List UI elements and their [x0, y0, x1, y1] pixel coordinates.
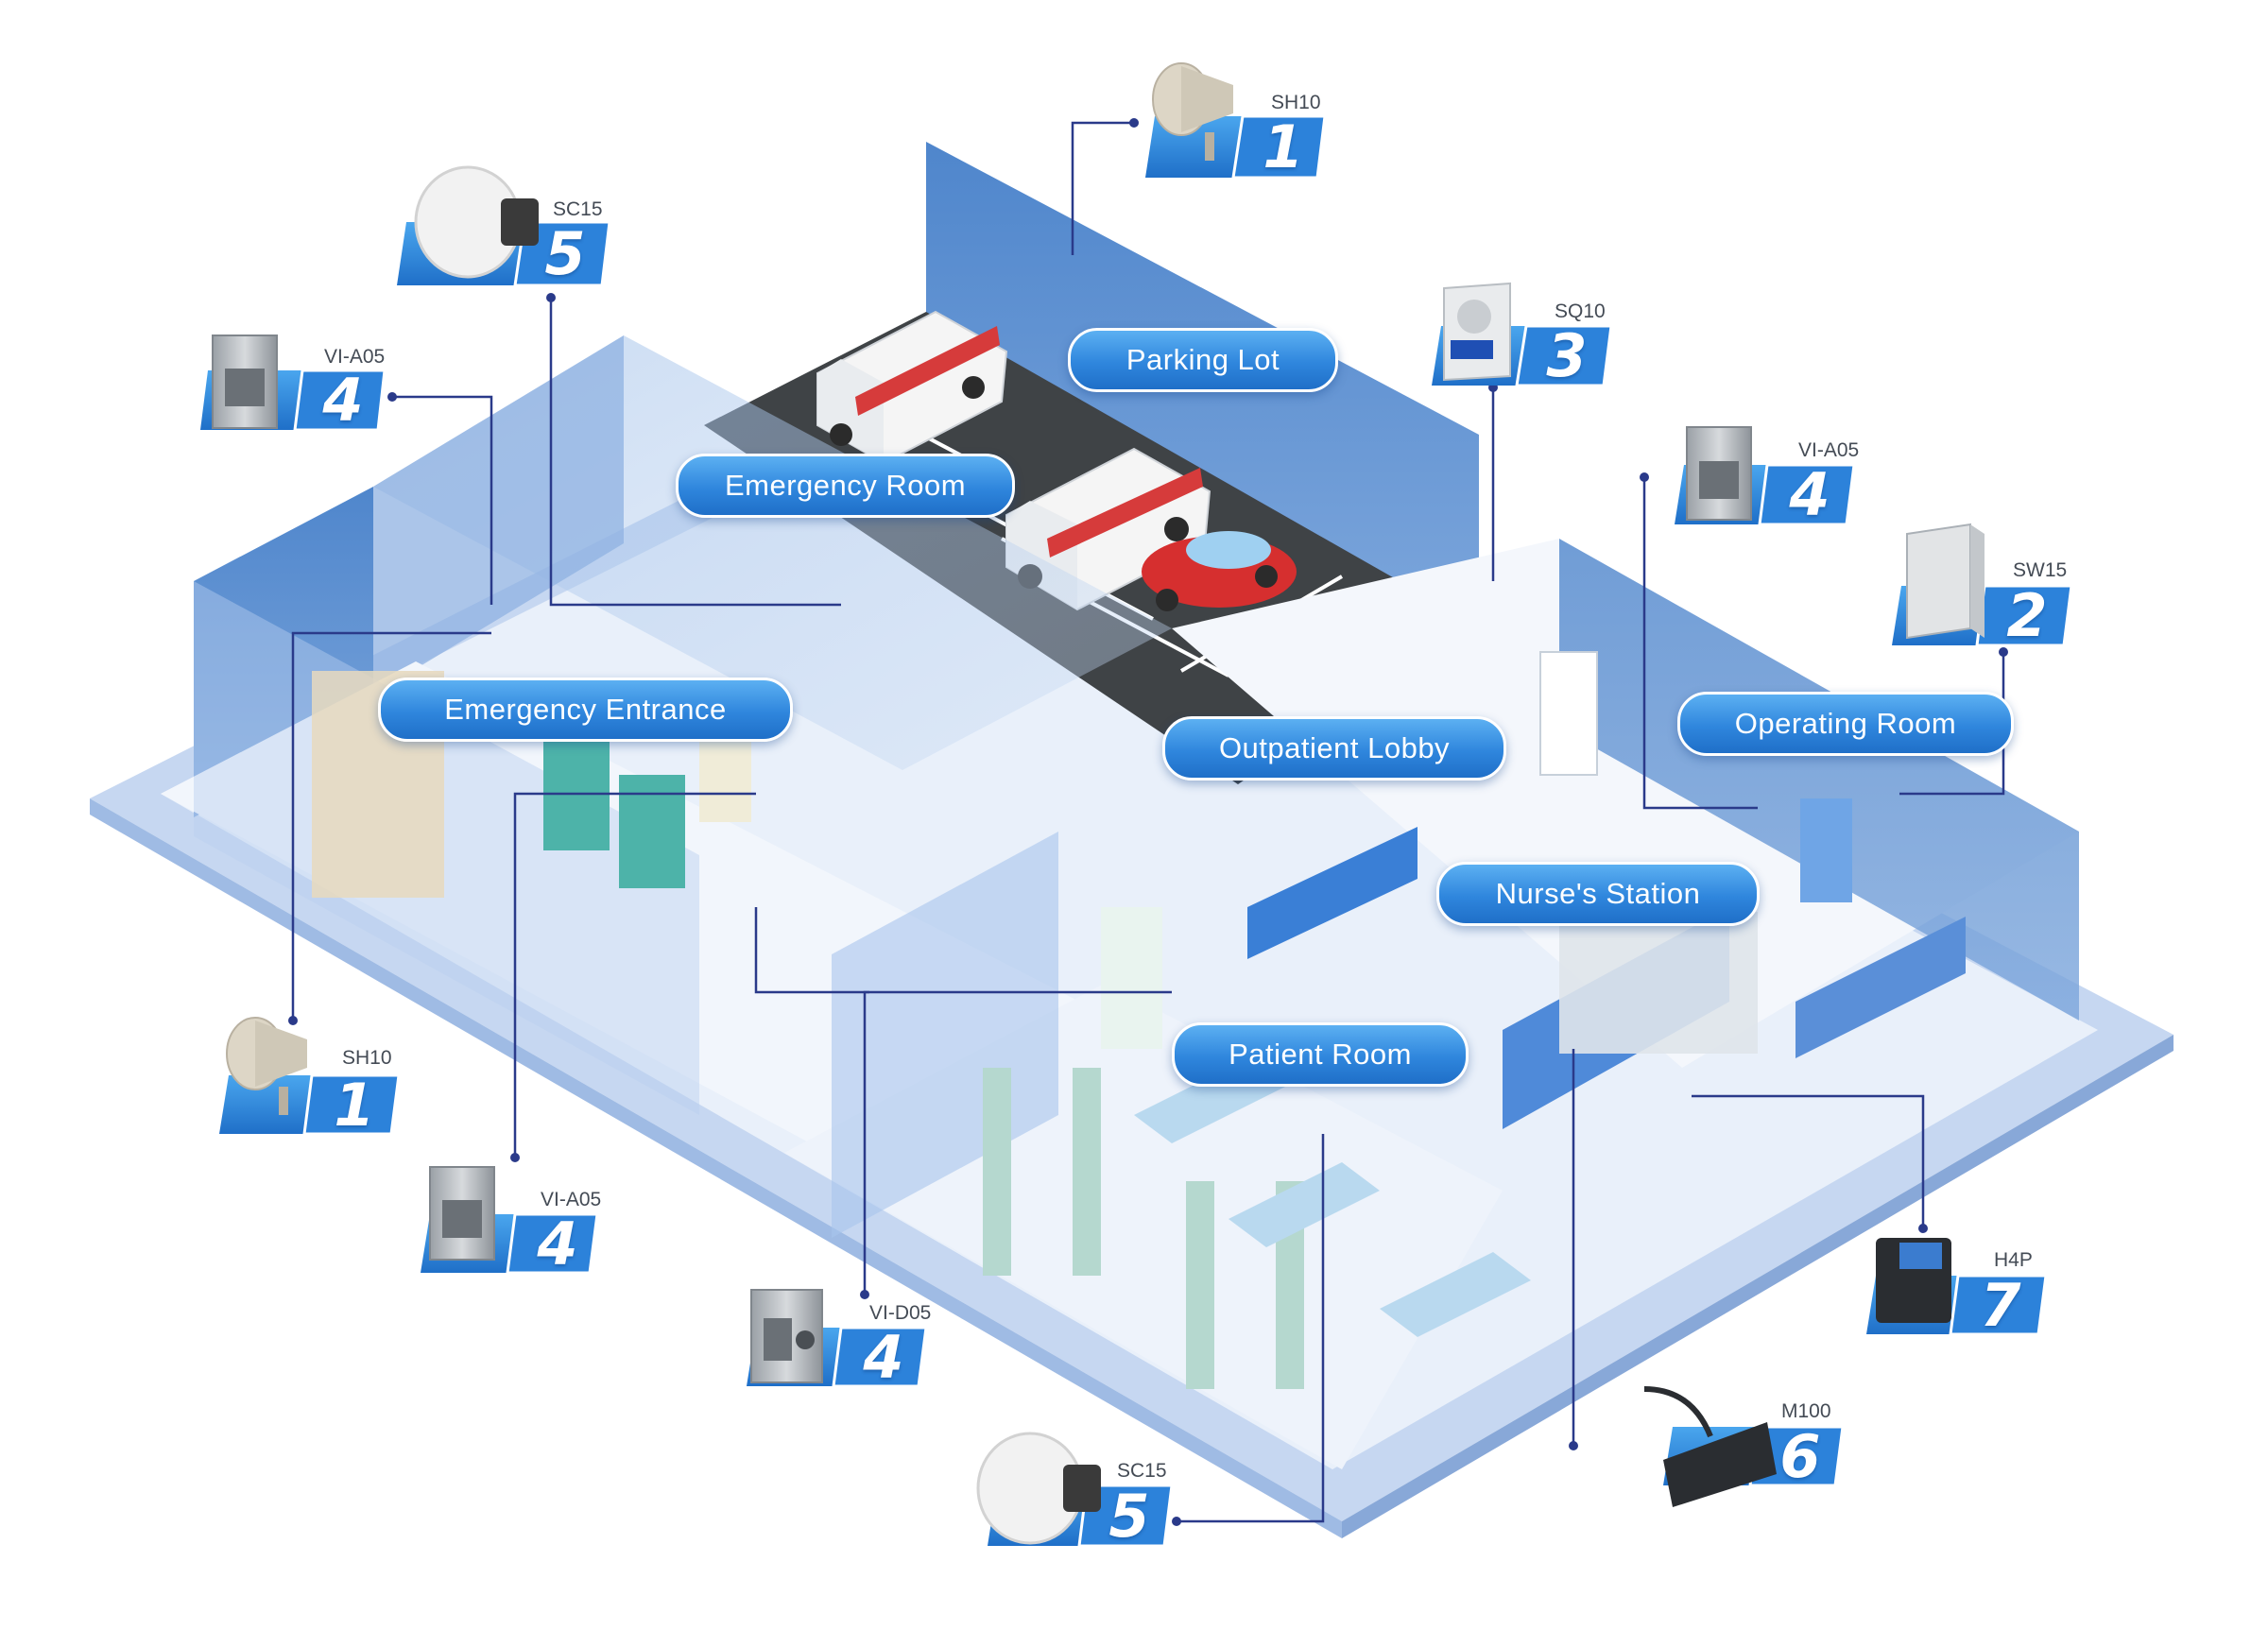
- device-number: 1: [1263, 112, 1304, 181]
- device-model-label: SH10: [1271, 92, 1321, 113]
- device-model-label: VI-A05: [541, 1189, 602, 1210]
- wall-speaker-icon: [1906, 523, 1984, 640]
- paging-microphone-icon: [1643, 1386, 1777, 1507]
- operating-room-label: Operating Room: [1677, 692, 2014, 756]
- emergency-entrance-label: Emergency Entrance: [378, 678, 793, 742]
- horn-speaker-icon: [1152, 62, 1233, 161]
- device-model-label: VI-A05: [1798, 439, 1860, 461]
- device-number: 4: [1789, 460, 1830, 529]
- device-number: 5: [544, 219, 586, 288]
- device-number: 7: [1980, 1271, 2021, 1340]
- outpatient-lobby-label: Outpatient Lobby: [1162, 716, 1506, 781]
- device-model-label: H4P: [1994, 1249, 2033, 1271]
- device-model-label: SC15: [553, 198, 603, 220]
- device-number: 1: [334, 1071, 375, 1140]
- device-number: 4: [863, 1323, 904, 1392]
- device-number: 6: [1779, 1422, 1821, 1491]
- ip-phone-icon: [1876, 1238, 1951, 1323]
- patient-room-label: Patient Room: [1172, 1022, 1469, 1087]
- device-number: 3: [1546, 321, 1588, 390]
- intercom-panel-icon: [1686, 426, 1752, 521]
- device-number: 4: [322, 366, 364, 435]
- device-model-label: VI-D05: [869, 1302, 932, 1324]
- nurses-station-label: Nurse's Station: [1436, 862, 1760, 926]
- emergency-room-label: Emergency Room: [676, 454, 1015, 518]
- device-model-label: SW15: [2013, 559, 2068, 581]
- intercom-panel-icon: [750, 1289, 823, 1383]
- connector-dots: [288, 118, 2008, 1526]
- parking-lot-label: Parking Lot: [1068, 328, 1338, 392]
- device-model-label: M100: [1781, 1400, 1831, 1422]
- device-model-label: VI-A05: [324, 346, 386, 368]
- intercom-panel-icon: [212, 335, 278, 429]
- device-model-label: SQ10: [1555, 300, 1606, 322]
- intercom-panel-icon: [429, 1166, 495, 1261]
- device-number: 4: [537, 1210, 578, 1278]
- device-model-label: SC15: [1117, 1460, 1167, 1482]
- connector-lines: [291, 121, 2005, 1523]
- horn-speaker-icon: [226, 1017, 307, 1115]
- red-car: [1142, 531, 1297, 611]
- device-model-label: SH10: [342, 1047, 392, 1069]
- ceiling-speaker-icon: [414, 165, 539, 279]
- ceiling-speaker-icon: [976, 1432, 1101, 1545]
- ambulance-1: [816, 310, 1008, 465]
- device-number: 2: [2006, 581, 2048, 650]
- badge-sh10-bottom: [219, 1073, 401, 1136]
- outpatient-block: [1172, 539, 2079, 1129]
- clock-speaker-icon: [1443, 282, 1511, 382]
- device-number: 5: [1108, 1482, 1150, 1551]
